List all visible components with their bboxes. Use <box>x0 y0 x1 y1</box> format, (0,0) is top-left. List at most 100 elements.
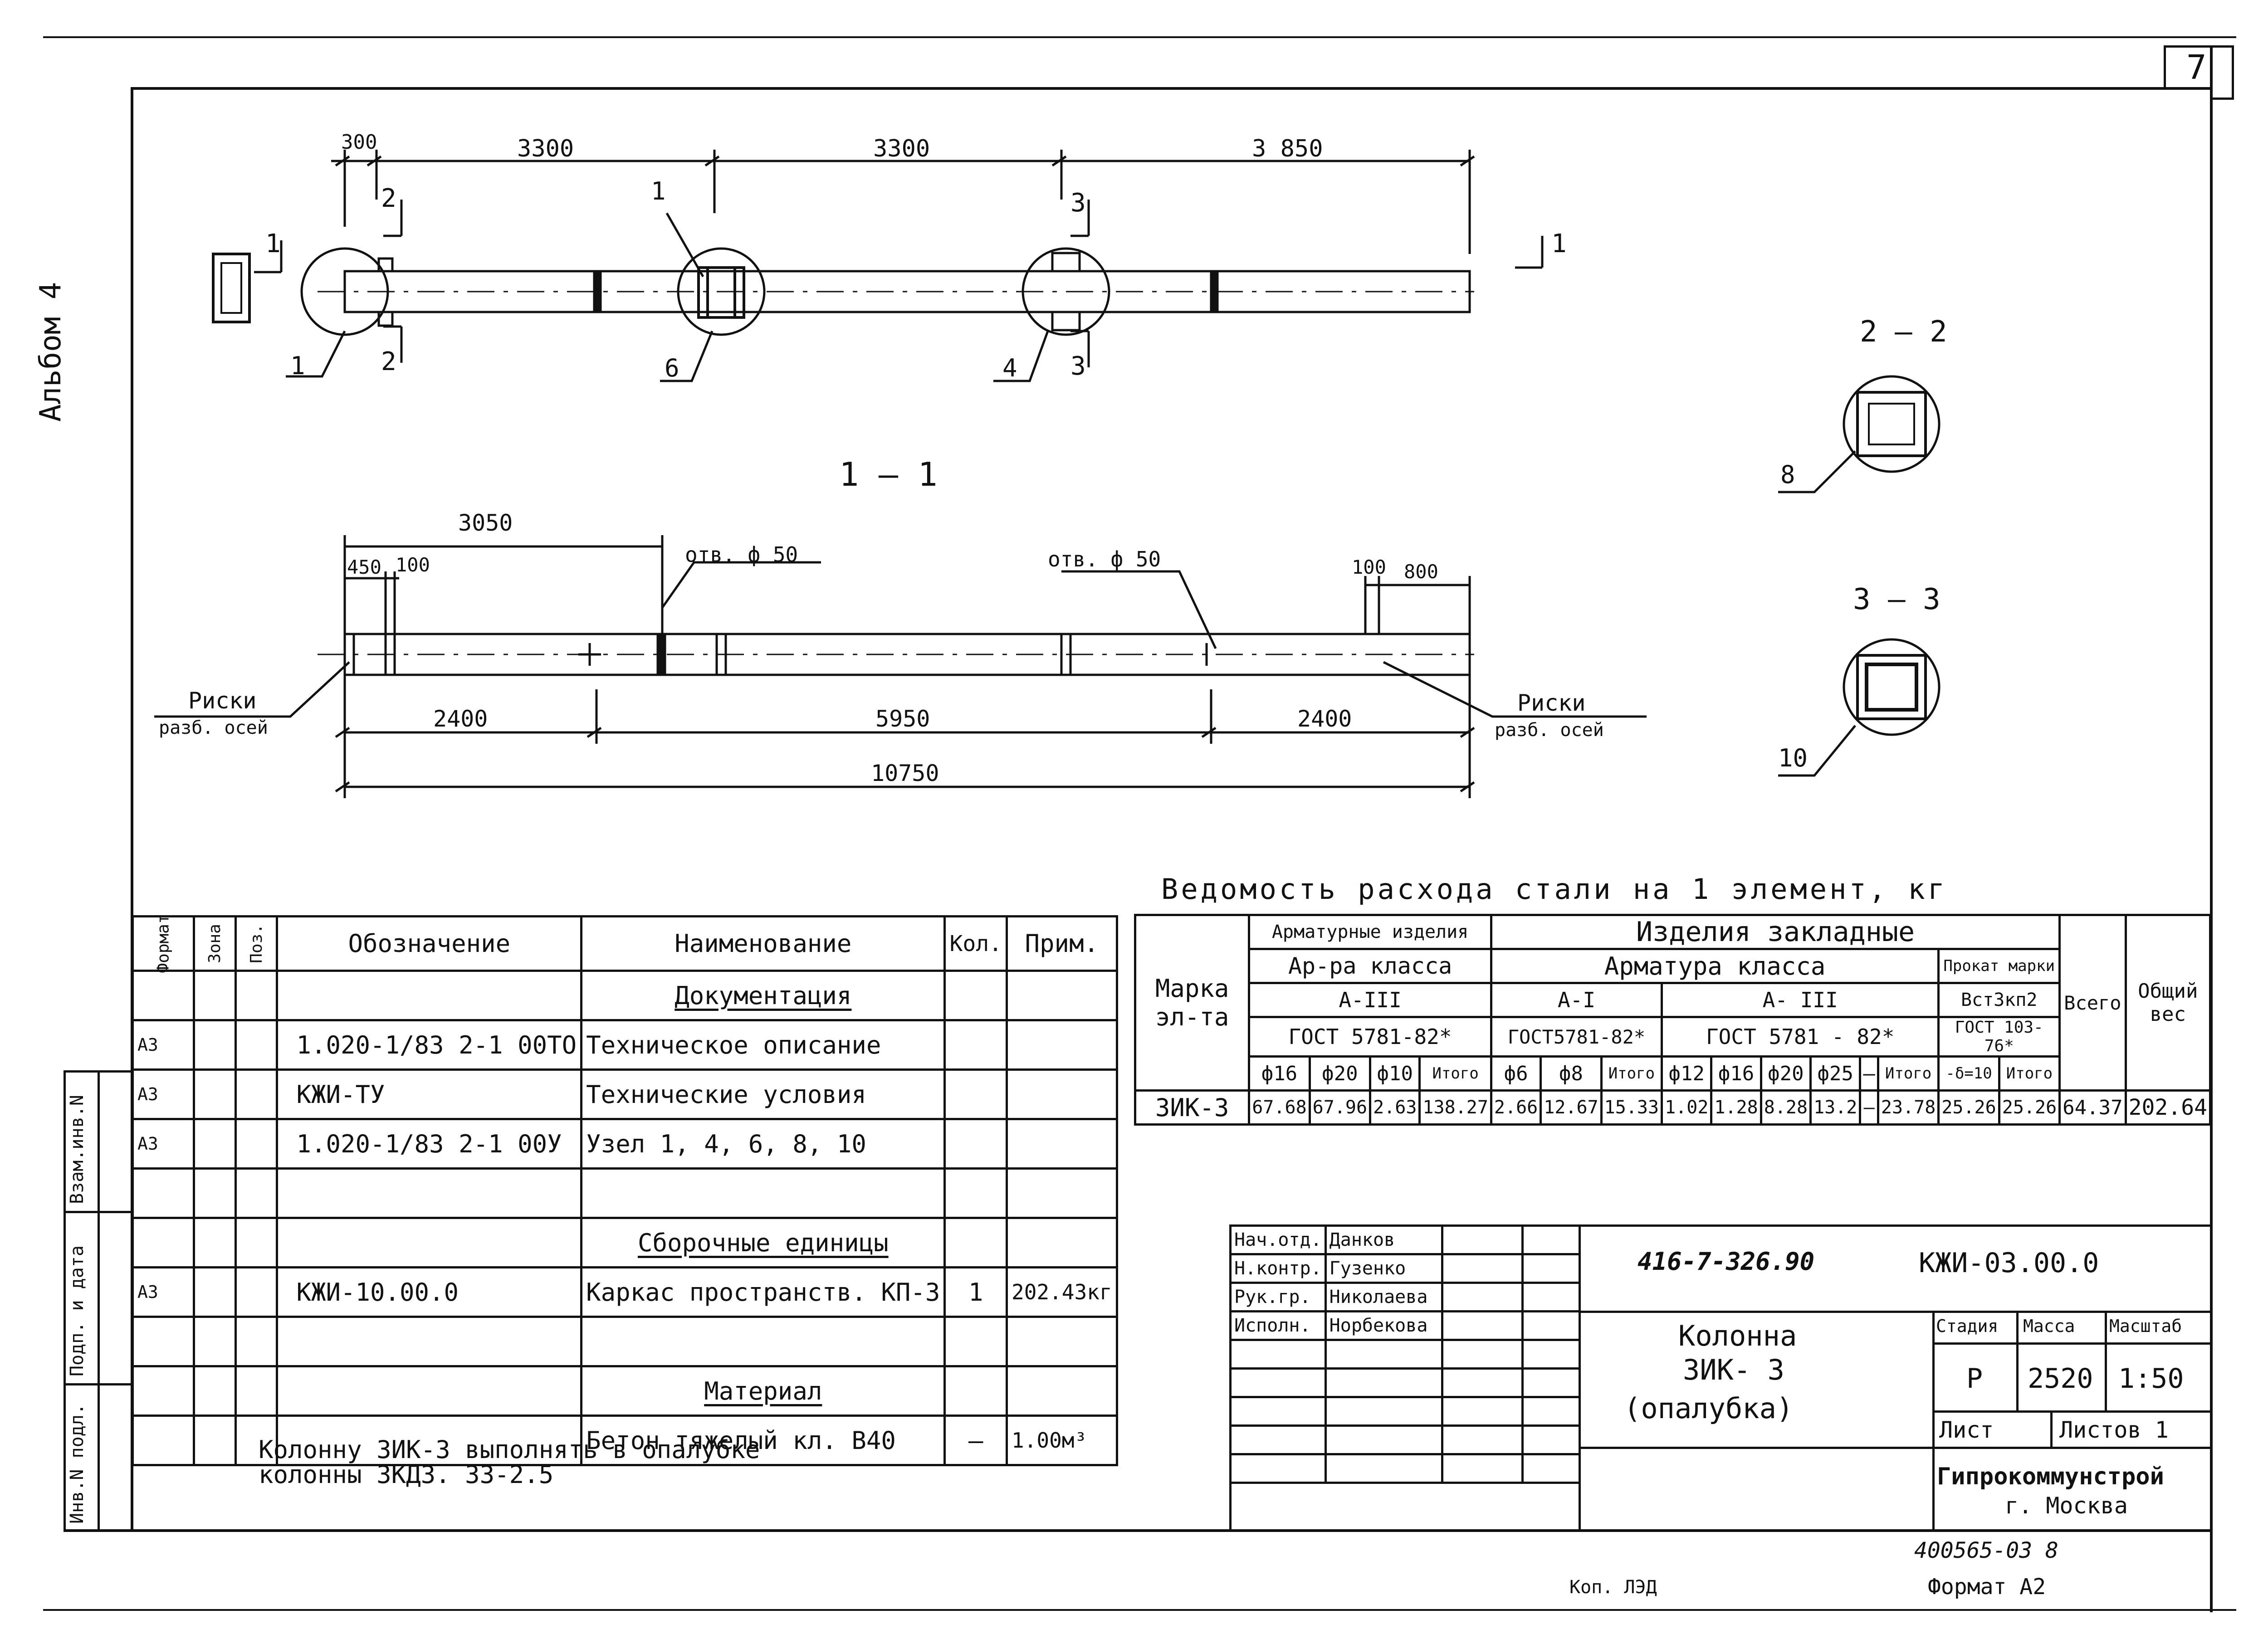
steel-weight: 202.64 <box>2124 1089 2212 1126</box>
spec-qty-text: — <box>968 1426 983 1455</box>
spec-h-pos: Поз. <box>247 924 266 963</box>
spec-designation-text: КЖИ-ТУ <box>296 1080 385 1109</box>
section-mark-1-left: 1 <box>265 229 281 259</box>
steel-value: 13.2 <box>1809 1089 1862 1126</box>
section-22-callout: 8 <box>1780 460 1795 489</box>
steel-col-header: Итого <box>1877 1055 1940 1092</box>
section-11-title: 1 — 1 <box>839 455 938 493</box>
side-strip-div1 <box>64 1211 132 1213</box>
spec-note <box>1006 1019 1118 1071</box>
tb-designation: КЖИ-03.00.0 <box>1919 1247 2099 1279</box>
side-strip-left <box>64 1070 66 1532</box>
tb-stage: Р <box>1966 1363 1983 1395</box>
tb-mass-header: Масса <box>2023 1316 2075 1336</box>
spec-h-designation: Обозначение <box>276 915 583 972</box>
signature-sign <box>1441 1224 1524 1255</box>
section-33-callout: 10 <box>1778 744 1808 772</box>
spec-name-text: Каркас пространств. КП-3 <box>586 1278 940 1307</box>
spec-name-text: Сборочные единицы <box>637 1228 889 1257</box>
hole-label-left: отв. ф 50 <box>685 542 798 567</box>
spec-format <box>131 1167 196 1219</box>
signature-role <box>1229 1396 1327 1427</box>
s11-dim-100-left: 100 <box>396 554 430 576</box>
spec-format: А3 <box>131 1266 196 1318</box>
spec-designation <box>276 1217 583 1268</box>
spec-designation <box>276 1415 583 1466</box>
spec-format: А3 <box>131 1068 196 1120</box>
spec-row: Материал <box>131 1365 1118 1417</box>
specification-table: Формат Зона Поз. Обозначение Наименовани… <box>131 914 1118 1466</box>
spec-qty <box>943 1365 1008 1417</box>
spec-zone <box>193 1068 237 1120</box>
tb-stage-bot <box>1932 1410 2211 1413</box>
spec-note <box>1006 1118 1118 1170</box>
spec-header-row: Формат Зона Поз. Обозначение Наименовани… <box>131 914 1118 973</box>
spec-pos <box>234 1316 279 1367</box>
signature-sign <box>1441 1339 1524 1370</box>
steel-value: 2.63 <box>1369 1089 1421 1126</box>
spec-note-line1: Колонну 3ИК-3 выполнять в опалубке <box>259 1435 760 1464</box>
spec-designation <box>276 1365 583 1417</box>
node-circle-4 <box>1022 247 1110 336</box>
steel-h-rolled: Прокат марки <box>1937 948 2061 984</box>
tb-mass: 2520 <box>2028 1363 2093 1395</box>
steel-gost2: ГОСТ5781-82* <box>1490 1016 1663 1058</box>
signature-role: Рук.гр. <box>1229 1282 1327 1312</box>
spec-pos <box>234 1217 279 1268</box>
steel-h-embed-class: Арматура класса <box>1490 948 1940 984</box>
inventory-stamp: 400565-03 8 <box>1914 1538 2058 1563</box>
section-mark-2-top: 2 <box>381 184 396 213</box>
signature-role <box>1229 1424 1327 1455</box>
tb-stage-c2 <box>2105 1311 2107 1410</box>
s11-dim-3050: 3050 <box>458 510 513 536</box>
section-33-title: 3 — 3 <box>1853 583 1941 616</box>
steel-col-header: ф20 <box>1760 1055 1812 1092</box>
callout-1-mid: 1 <box>651 177 666 205</box>
tb-name-3: (опалубка) <box>1624 1392 1794 1425</box>
spec-note <box>1006 1068 1118 1120</box>
s11-dim-800: 800 <box>1404 561 1438 583</box>
spec-pos <box>234 1118 279 1170</box>
steel-value: 1.02 <box>1661 1089 1713 1126</box>
signature-sign <box>1441 1367 1524 1398</box>
steel-h-mark: Марка эл-та <box>1134 914 1251 1092</box>
steel-h-embed: Изделия закладные <box>1490 914 2061 950</box>
steel-value: 67.68 <box>1248 1089 1311 1126</box>
steel-rolled-gost: ГОСТ 103-76* <box>1937 1016 2061 1058</box>
spec-zone <box>193 1217 237 1268</box>
steel-value: — <box>1859 1089 1879 1126</box>
frame-top <box>131 87 2213 90</box>
signature-name: Николаева <box>1324 1282 1443 1312</box>
spec-row: Сборочные единицы <box>131 1217 1118 1268</box>
spec-h-qty: Кол. <box>943 915 1008 972</box>
spec-note-line2: колонны 3КД3. 33-2.5 <box>259 1460 554 1489</box>
tb-list-bot <box>1932 1447 2211 1449</box>
signature-role <box>1229 1367 1327 1398</box>
steel-value: 2.66 <box>1490 1089 1542 1126</box>
steel-value: 15.33 <box>1600 1089 1663 1126</box>
signature-name <box>1324 1339 1443 1370</box>
spec-name-text: Технические условия <box>586 1080 866 1109</box>
signature-role: Исполн. <box>1229 1310 1327 1341</box>
spec-format: А3 <box>131 1118 196 1170</box>
signature-row: Нач.отд.Данков <box>1229 1224 1581 1255</box>
signature-name <box>1324 1367 1443 1398</box>
spec-row <box>131 1316 1118 1367</box>
signature-date <box>1521 1424 1581 1455</box>
steel-grade-a3: А-III <box>1248 982 1492 1018</box>
steel-table-title: Ведомость расхода стали на 1 элемент, кг <box>1161 873 1948 906</box>
spec-note: 202.43кг <box>1006 1266 1118 1318</box>
tb-city: г. Москва <box>2005 1493 2128 1519</box>
spec-note: 1.00м³ <box>1006 1415 1118 1466</box>
section-mark-1-right: 1 <box>1551 229 1567 259</box>
sheet-number: 7 <box>2186 48 2207 87</box>
spec-designation: 1.020-1/83 2-1 00У <box>276 1118 583 1170</box>
spec-note-text: 202.43кг <box>1012 1280 1112 1304</box>
sheet-num-box-top <box>2164 45 2232 48</box>
steel-gost3: ГОСТ 5781 - 82* <box>1661 1016 1940 1058</box>
